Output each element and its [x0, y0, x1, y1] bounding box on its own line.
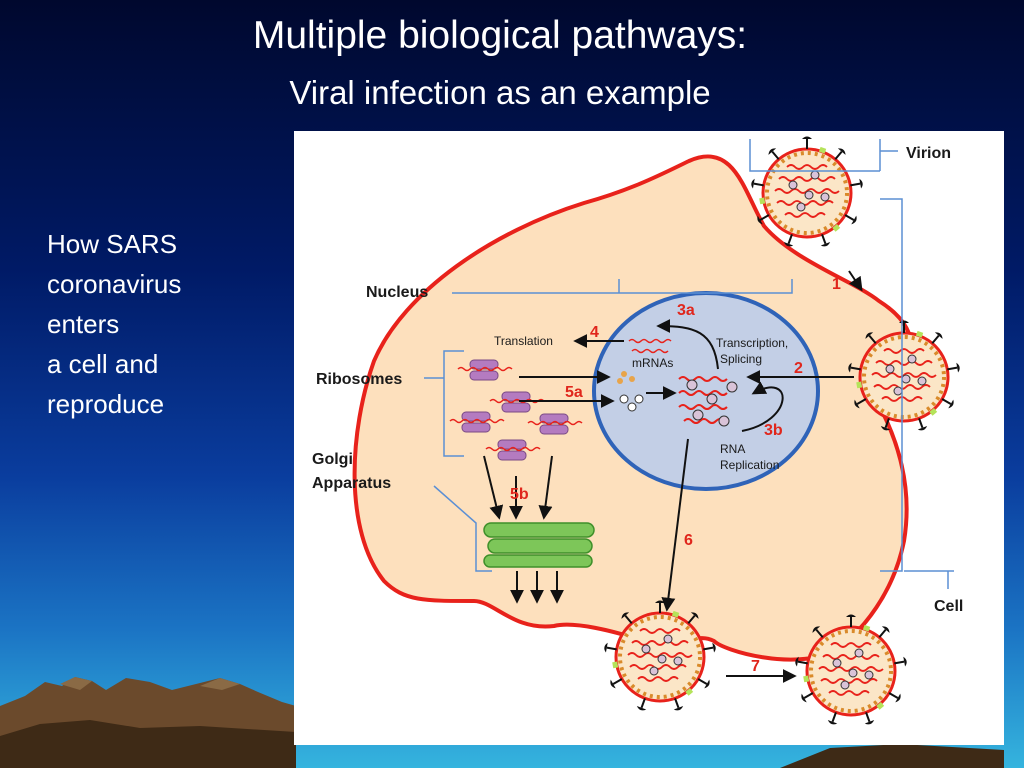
side-line: coronavirus: [47, 269, 182, 299]
step-5b: 5b: [510, 486, 529, 503]
label-cell: Cell: [934, 598, 963, 615]
side-line: How SARS: [47, 229, 178, 259]
slide-title: Multiple biological pathways:: [252, 14, 748, 57]
label-translation: Translation: [494, 334, 553, 348]
step-1: 1: [832, 276, 841, 293]
diagram-panel: Virion Nucleus Ribosomes Golgi Apparatus…: [294, 131, 1004, 745]
side-line: enters: [47, 309, 120, 339]
side-line: a cell and: [47, 349, 159, 379]
step-5a: 5a: [565, 384, 583, 401]
label-replication: Replication: [720, 458, 779, 472]
label-transcription: Transcription,: [716, 336, 788, 350]
viral-infection-diagram: Virion Nucleus Ribosomes Golgi Apparatus…: [312, 131, 963, 745]
side-line: reproduce: [47, 389, 165, 419]
label-splicing: Splicing: [720, 352, 762, 366]
pathway-arrows: [483, 270, 863, 683]
slide-subtitle: Viral infection as an example: [289, 74, 711, 111]
label-nucleus: Nucleus: [366, 284, 428, 301]
label-rna: RNA: [720, 442, 745, 456]
label-ribosomes: Ribosomes: [316, 371, 402, 388]
step-6: 6: [684, 532, 693, 549]
step-7: 7: [751, 658, 760, 675]
side-text: How SARS coronavirus enters a cell and r…: [47, 224, 287, 424]
viral-genome-nucleus: [617, 338, 738, 427]
label-golgi-line2: Apparatus: [312, 475, 391, 492]
label-mrnas: mRNAs: [632, 356, 673, 370]
golgi-apparatus: [483, 522, 595, 568]
step-4: 4: [590, 324, 599, 341]
label-golgi-line1: Golgi: [312, 451, 353, 468]
step-3b: 3b: [764, 422, 783, 439]
step-3a: 3a: [677, 302, 695, 319]
label-virion: Virion: [906, 145, 951, 162]
step-2: 2: [794, 360, 803, 377]
label-brackets: [424, 139, 954, 589]
nucleus: [592, 291, 820, 491]
